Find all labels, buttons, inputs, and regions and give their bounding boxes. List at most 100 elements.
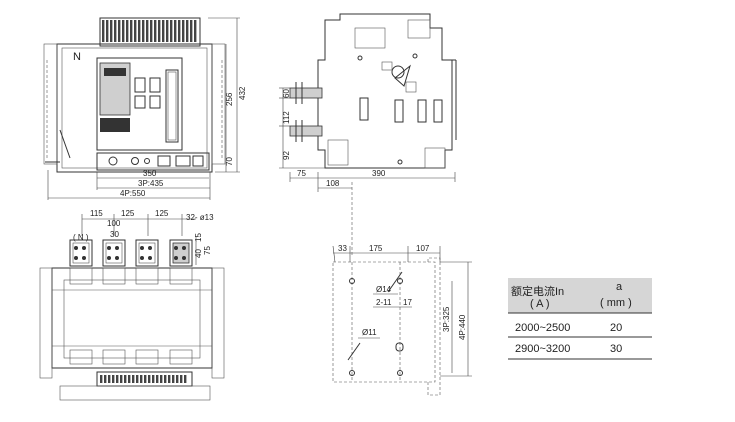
comb-tooth xyxy=(116,375,119,383)
dim-175: 175 xyxy=(369,244,383,253)
terminal-bolt-hole xyxy=(148,256,152,260)
table-header-current-unit: ( A ) xyxy=(530,298,550,310)
dim-75-top: 75 xyxy=(203,246,212,255)
dim-60: 60 xyxy=(282,89,291,98)
mount-hole-top-right xyxy=(397,278,403,284)
comb-tooth xyxy=(138,20,141,42)
comb-tooth xyxy=(136,375,139,383)
dim-125a: 125 xyxy=(121,209,135,218)
comb-tooth xyxy=(194,20,197,42)
terminal-view: 115 100 125 125 30 32- ø13 15 40 75 ( N … xyxy=(39,209,225,401)
dim-40: 40 xyxy=(194,249,203,258)
terminal-pad xyxy=(138,242,156,264)
comb-tooth xyxy=(142,20,145,42)
dim-107: 107 xyxy=(416,244,430,253)
comb-tooth xyxy=(162,20,165,42)
terminal-pole xyxy=(69,239,93,267)
hole-11-label: Ø11 xyxy=(362,328,377,337)
terminal-bolt-hole xyxy=(140,256,144,260)
comb-tooth xyxy=(190,20,193,42)
dim-75: 75 xyxy=(297,169,306,178)
comb-tooth xyxy=(150,20,153,42)
hole-14-label: Ø14 xyxy=(376,285,392,294)
comb-tooth xyxy=(114,20,117,42)
comb-tooth xyxy=(140,375,143,383)
comb-tooth xyxy=(158,20,161,42)
terminal-stub xyxy=(102,267,126,285)
terminal-pad xyxy=(172,242,190,264)
comb-tooth xyxy=(174,20,177,42)
comb-tooth xyxy=(182,20,185,42)
side-terminals xyxy=(289,87,323,99)
comb-tooth xyxy=(134,20,137,42)
comb-tooth xyxy=(170,20,173,42)
comb-tooth xyxy=(130,20,133,42)
dim-3p-325: 3P:325 xyxy=(442,306,451,332)
comb-tooth xyxy=(152,375,155,383)
mount-hole-top-left xyxy=(349,278,355,284)
front-panel xyxy=(96,57,183,151)
comb-tooth xyxy=(172,375,175,383)
terminal-pole xyxy=(169,239,193,267)
table-header-current: 额定电流In xyxy=(511,284,564,298)
dim-33: 33 xyxy=(338,244,347,253)
terminal-pad xyxy=(72,242,90,264)
terminal-bolt-hole xyxy=(148,246,152,250)
comb-tooth xyxy=(164,375,167,383)
dim-15: 15 xyxy=(194,233,203,242)
terminal-bolt-hole xyxy=(107,246,111,250)
comb-tooth xyxy=(132,375,135,383)
terminal-bolt-hole xyxy=(182,246,186,250)
terminal-bolt-hole xyxy=(82,246,86,250)
comb-tooth xyxy=(178,20,181,42)
dim-256: 256 xyxy=(225,92,234,106)
front-neutral-label: N xyxy=(73,51,81,63)
dim-4p-550: 4P:550 xyxy=(120,189,146,198)
terminal-bolt-hole xyxy=(82,256,86,260)
dim-4p-440: 4P:440 xyxy=(458,314,467,340)
comb-tooth xyxy=(100,375,103,383)
side-view: 60 112 92 75 390 108 xyxy=(279,13,457,255)
terminal-stub xyxy=(135,349,159,365)
dim-432: 432 xyxy=(238,86,247,100)
terminal-stub xyxy=(69,267,93,285)
comb-tooth xyxy=(126,20,129,42)
terminal-pole xyxy=(102,239,126,267)
mount-hole-bottom-left xyxy=(349,370,355,376)
top-neutral-label: ( N ) xyxy=(73,233,89,242)
comb-tooth xyxy=(160,375,163,383)
mounting-plate-outline xyxy=(332,261,436,383)
table-row-1-current: 2000~2500 xyxy=(515,322,570,334)
terminal-pole xyxy=(135,239,159,267)
comb-tooth xyxy=(154,20,157,42)
table-header-a: a xyxy=(616,281,623,293)
dim-112: 112 xyxy=(282,111,291,124)
comb-tooth xyxy=(168,375,171,383)
terminal-pad xyxy=(105,242,123,264)
comb-tooth xyxy=(180,375,183,383)
comb-tooth xyxy=(108,375,111,383)
terminal-view-body xyxy=(51,267,213,369)
table-row-2-a: 30 xyxy=(610,343,622,355)
comb-tooth xyxy=(110,20,113,42)
dim-3p-435: 3P:435 xyxy=(138,179,164,188)
comb-tooth xyxy=(148,375,151,383)
comb-tooth xyxy=(122,20,125,42)
comb-tooth xyxy=(146,20,149,42)
comb-tooth xyxy=(186,20,189,42)
dim-350: 350 xyxy=(143,169,157,178)
comb-tooth xyxy=(102,20,105,42)
terminal-bolt-hole xyxy=(140,246,144,250)
comb-tooth xyxy=(144,375,147,383)
comb-tooth xyxy=(166,20,169,42)
table-header-bg xyxy=(508,278,652,313)
front-view: N 350 3P:435 4P:550 256 432 70 xyxy=(43,17,247,200)
terminal-bolt-hole xyxy=(115,256,119,260)
comb-tooth xyxy=(118,20,121,42)
mount-hole-bottom-right xyxy=(397,370,403,376)
terminal-bolt-hole xyxy=(174,246,178,250)
terminal-bolt-hole xyxy=(107,256,111,260)
slot-label: 2-11 xyxy=(376,298,392,307)
dim-30: 30 xyxy=(110,230,119,239)
comb-tooth xyxy=(124,375,127,383)
